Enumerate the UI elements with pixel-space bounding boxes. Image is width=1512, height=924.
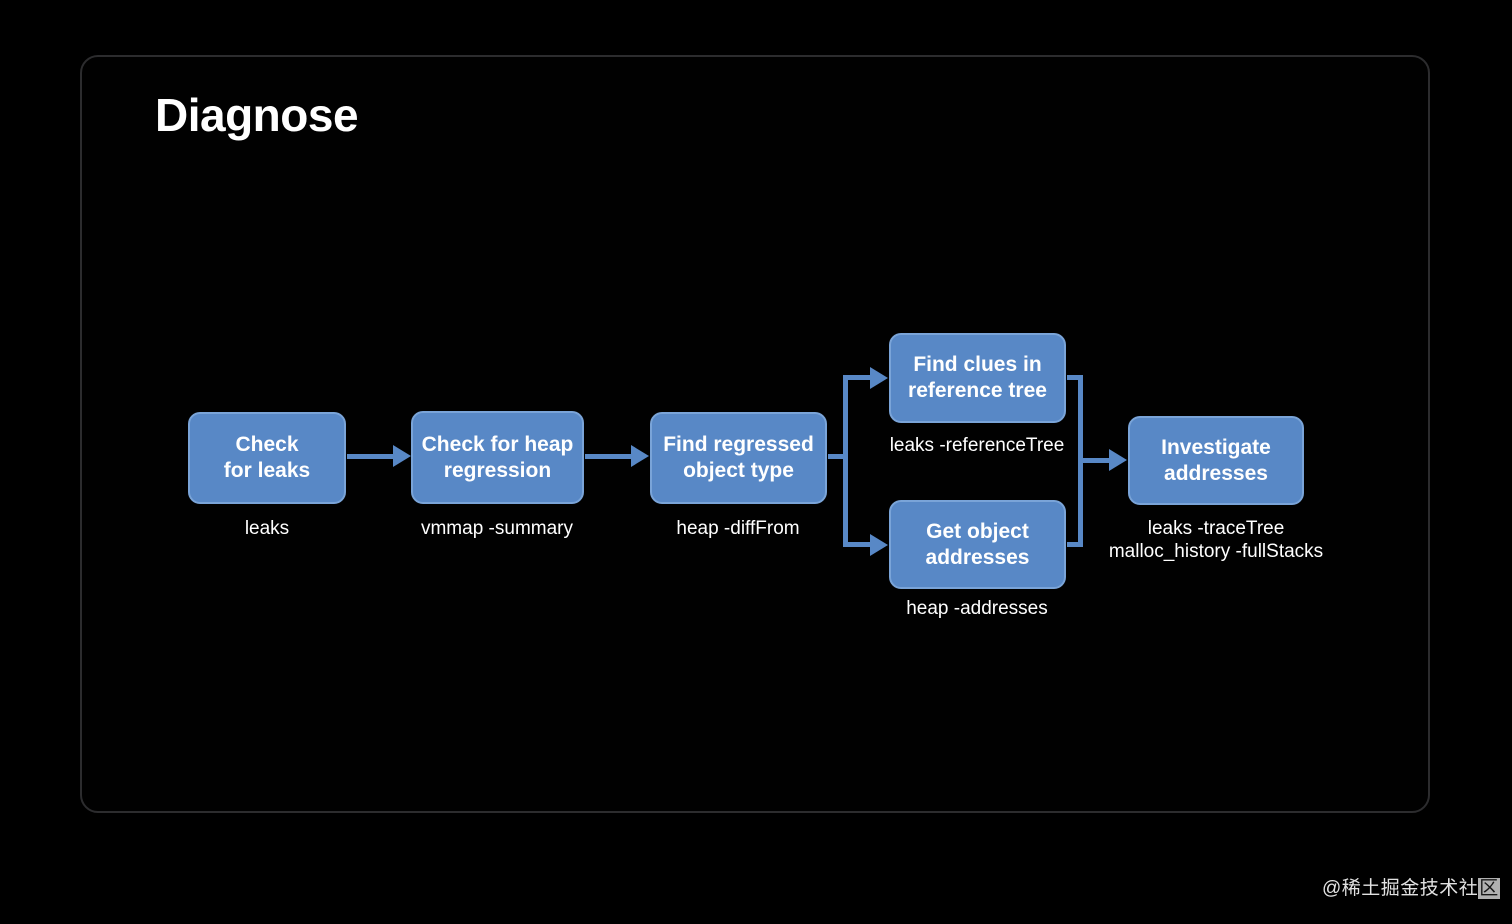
flow-node-find-regressed-object-type: Find regressed object type	[650, 412, 827, 504]
arrowhead-icon	[1109, 449, 1127, 471]
connector-line	[1067, 542, 1083, 547]
node-label-line: Find clues in	[913, 353, 1042, 376]
connector-line	[828, 454, 848, 459]
node-label-line: Find regressed	[663, 433, 814, 456]
connector-line	[1067, 375, 1083, 380]
node-label-line: object type	[683, 459, 794, 482]
node-label-line: Check for heap	[421, 432, 574, 456]
flow-node-find-clues-reference-tree: Find clues in reference tree	[889, 333, 1066, 423]
command-label-malloc-history-fullstacks: malloc_history -fullStacks	[1108, 541, 1324, 562]
node-label-line: addresses	[1164, 461, 1268, 485]
flow-node-check-for-leaks: Check for leaks	[188, 412, 346, 504]
flow-node-get-object-addresses: Get object addresses	[889, 500, 1066, 589]
arrowhead-icon	[870, 367, 888, 389]
watermark-text: @稀土掘金技术社	[1322, 878, 1479, 899]
node-label-line: addresses	[925, 545, 1030, 569]
node-label-line: Get object	[926, 519, 1029, 543]
node-label-line: Check	[235, 433, 299, 456]
connector-line	[1080, 458, 1110, 463]
command-label-leaks: leaks	[244, 518, 290, 539]
node-label-line: reference tree	[908, 379, 1047, 402]
arrowhead-icon	[631, 445, 649, 467]
connector-line	[843, 375, 848, 547]
node-label-line: for leaks	[223, 459, 311, 482]
flow-node-investigate-addresses: Investigate addresses	[1128, 416, 1304, 505]
connector-line	[846, 375, 871, 380]
node-label-line: regression	[443, 458, 552, 482]
arrowhead-icon	[393, 445, 411, 467]
connector-line	[585, 454, 632, 459]
slide-title: Diagnose	[155, 89, 359, 141]
watermark: @稀土掘金技术社区	[1322, 873, 1500, 900]
command-label-leaks-tracetree: leaks -traceTree	[1147, 518, 1285, 539]
command-label-vmmap-summary: vmmap -summary	[420, 518, 573, 539]
command-label-heap-addresses: heap -addresses	[906, 598, 1048, 619]
connector-line	[846, 542, 871, 547]
connector-line	[347, 454, 394, 459]
watermark-cursor-block: 区	[1478, 878, 1500, 899]
command-label-leaks-referencetree: leaks -referenceTree	[889, 435, 1065, 456]
arrowhead-icon	[870, 534, 888, 556]
node-label-line: Investigate	[1161, 435, 1271, 459]
flow-node-check-for-heap-regression: Check for heap regression	[411, 411, 584, 504]
command-label-heap-difffrom: heap -diffFrom	[676, 518, 800, 539]
